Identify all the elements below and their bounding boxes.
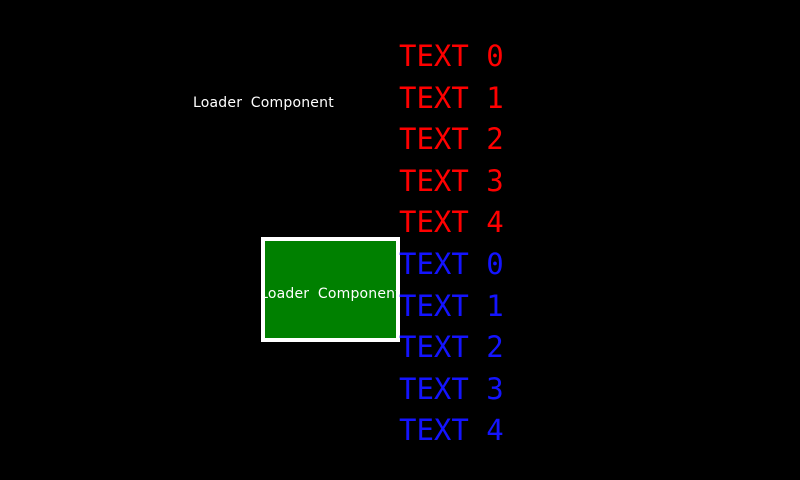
list-item-text: TEXT 3 (399, 371, 504, 406)
list-item-text: TEXT 2 (399, 330, 504, 365)
list-item-text: TEXT 1 (399, 288, 504, 323)
loader-component-widget-label: Loader Component (261, 286, 400, 302)
list-item-text: TEXT 1 (399, 80, 504, 115)
list-item-text: TEXT 4 (399, 413, 504, 448)
list-item-text: TEXT 0 (399, 246, 504, 281)
text-list[interactable]: TEXT 0 TEXT 1 TEXT 2 TEXT 3 TEXT 4 TEXT 0 TEXT… (399, 36, 504, 452)
list-item-text: TEXT 2 (399, 122, 504, 157)
list-item-text: TEXT 3 (399, 163, 504, 198)
loader-component-label: Loader Component (193, 95, 334, 111)
list-item-text: TEXT 0 (399, 39, 504, 73)
list-item-text: TEXT 4 (399, 205, 504, 240)
loader-component-widget[interactable]: Loader Component (261, 237, 400, 342)
